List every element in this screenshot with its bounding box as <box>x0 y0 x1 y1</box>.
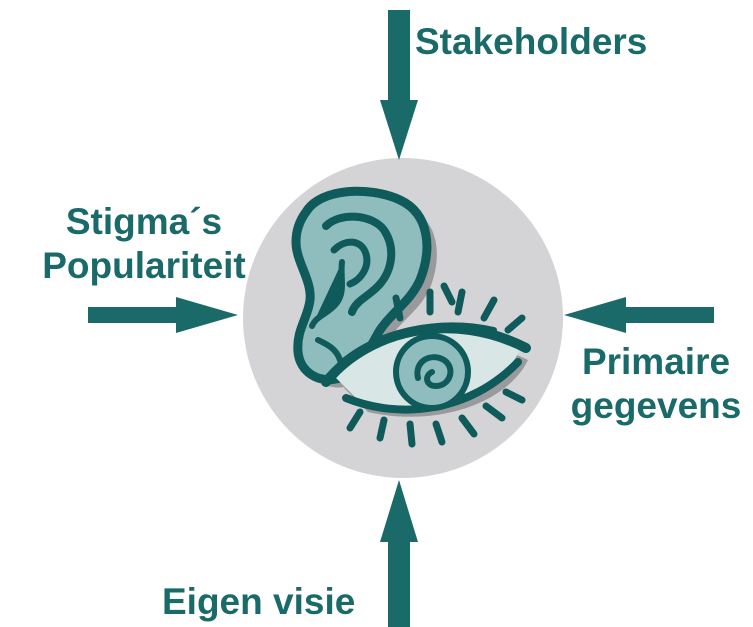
arrow-left-icon <box>88 297 238 333</box>
ear-icon <box>291 186 437 388</box>
arrow-right-icon <box>564 297 714 333</box>
eye-icon <box>321 282 531 448</box>
arrow-top-icon <box>380 10 418 160</box>
label-stakeholders: Stakeholders <box>415 21 648 62</box>
label-gegevens: gegevens <box>570 385 742 426</box>
label-left-group: Stigma´s Populariteit <box>24 200 264 288</box>
label-eigen-visie: Eigen visie <box>162 581 356 622</box>
label-right-group: Primaire gegevens <box>560 340 752 428</box>
arrow-bottom-icon <box>380 480 418 627</box>
label-populariteit: Populariteit <box>42 245 246 286</box>
label-stigmas: Stigma´s <box>65 201 223 242</box>
label-primaire: Primaire <box>581 341 731 382</box>
